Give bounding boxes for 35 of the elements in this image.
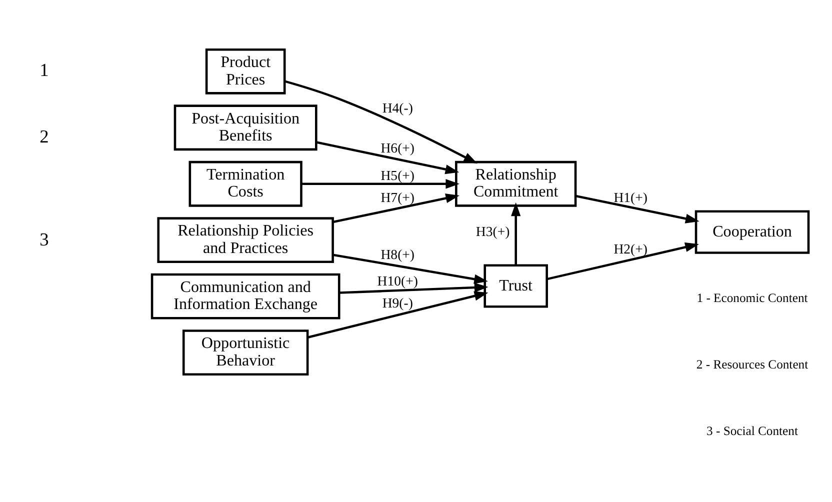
arrow — [546, 242, 699, 280]
edge-label: H10(+) — [377, 274, 418, 289]
node-box: Termination Costs — [188, 160, 302, 207]
arrow — [332, 254, 488, 284]
edge-label: H6(+) — [380, 140, 415, 156]
edge-label: H3(+) — [476, 224, 510, 239]
label: 3 - Social Content — [706, 424, 798, 438]
node-box: Trust — [484, 264, 548, 308]
node-box: Communication and Information Exchange — [150, 273, 340, 320]
edge-label: H8(+) — [380, 247, 415, 262]
arrow — [576, 194, 700, 224]
node-box: Relationship Commitment — [455, 160, 577, 207]
label: 1 - Economic Content — [696, 290, 808, 305]
arrow — [284, 80, 478, 164]
label: 2 - Resources Content — [696, 357, 808, 372]
edge-label: H5(+) — [380, 168, 415, 183]
arrow — [332, 194, 460, 224]
edge-label: H2(+) — [614, 241, 648, 256]
node-box: Cooperation — [694, 210, 810, 254]
node-box: Opportunistic Behavior — [182, 330, 309, 376]
arrow — [339, 282, 488, 294]
node-box: Post-Acquisition Benefits — [174, 104, 318, 151]
node-box: Product Prices — [205, 48, 286, 94]
edge-label: H7(+) — [380, 190, 415, 205]
node-box: Relationship Policies and Practices — [157, 217, 334, 264]
edge-label: H4(-) — [382, 100, 413, 116]
edge-label: H1(+) — [614, 190, 648, 205]
label: 2 — [40, 126, 49, 146]
edge-label: H9(-) — [382, 295, 413, 310]
arrow — [308, 291, 488, 338]
arrow — [301, 179, 460, 189]
arrow — [316, 141, 460, 174]
label: 1 — [40, 60, 49, 80]
arrow — [511, 202, 521, 266]
label: 3 — [40, 230, 49, 250]
